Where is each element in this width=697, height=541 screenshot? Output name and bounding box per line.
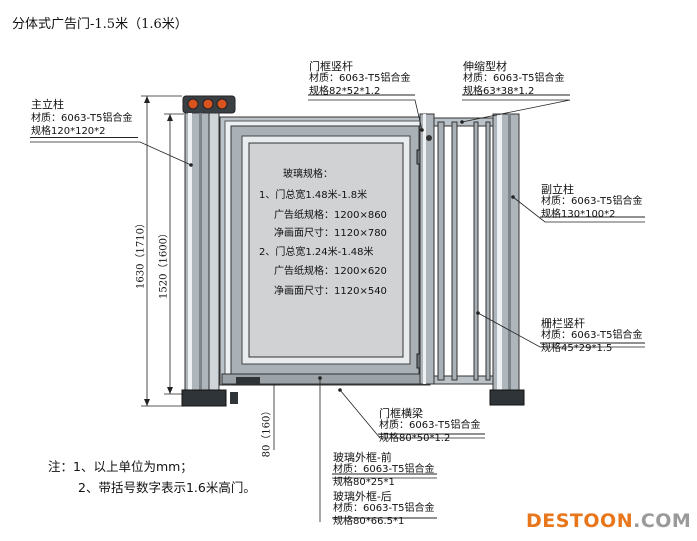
glass-frame-back-material: 材质：6063-T5铝合金 <box>333 503 435 514</box>
glass-spec-heading: 玻璃规格： <box>283 169 333 180</box>
main-post <box>181 95 238 407</box>
indicator-light-icon <box>216 98 228 110</box>
dimension-lines <box>141 95 280 450</box>
door-frame-horizontal-name: 门框横梁 <box>379 407 423 420</box>
dimension-bottom: 80（160） <box>261 405 273 458</box>
indicator-light-icon <box>187 98 199 110</box>
glass-frame-front-spec: 规格80*25*1 <box>333 477 395 488</box>
aux-post-material: 材质：6063-T5铝合金 <box>541 196 643 207</box>
glass-frame-front-name: 玻璃外框-前 <box>333 451 392 464</box>
glass-spec-item2-paper: 广告纸规格：1200×620 <box>274 266 387 277</box>
note-line-2: 2、带括号数字表示1.6米高门。 <box>78 480 256 495</box>
note-line-1: 注：1、以上单位为mm； <box>48 459 193 474</box>
glass-spec-item1-paper: 广告纸规格：1200×860 <box>274 210 387 221</box>
glass-frame-back-name: 玻璃外框-后 <box>333 490 392 503</box>
glass-spec-item2: 2、门总宽1.24米-1.48米 <box>259 247 374 258</box>
door-frame-horizontal-material: 材质：6063-T5铝合金 <box>379 420 481 431</box>
glass-spec-item2-net: 净画面尺寸：1120×540 <box>274 286 387 297</box>
main-post-spec: 规格120*120*2 <box>31 126 106 137</box>
telescopic-spec: 规格63*38*1.2 <box>463 86 535 97</box>
aux-post-spec: 规格130*100*2 <box>541 209 616 220</box>
aux-post-name: 副立柱 <box>541 183 574 196</box>
door-frame-vertical-name: 门框竖杆 <box>309 60 353 73</box>
glass-spec-item1: 1、门总宽1.48米-1.8米 <box>259 190 368 201</box>
leader-lines <box>30 99 645 522</box>
dimension-overall: 1630（1710） <box>135 218 147 289</box>
main-post-name: 主立柱 <box>31 98 64 111</box>
glass-panel <box>248 142 404 358</box>
door-frame-horizontal-spec: 规格80*50*1.2 <box>379 433 451 444</box>
main-post-material: 材质：6063-T5铝合金 <box>31 113 133 124</box>
door-frame-stile <box>419 113 435 385</box>
door-frame-vertical-material: 材质：6063-T5铝合金 <box>309 73 411 84</box>
watermark-main: DESTOON <box>526 510 634 532</box>
indicator-light-icon <box>202 98 214 110</box>
aux-post <box>489 113 525 406</box>
dimension-body: 1520（1600） <box>158 228 170 299</box>
telescopic-section <box>433 117 495 385</box>
door-frame <box>219 116 433 386</box>
aux-post-base <box>489 389 525 406</box>
door-frame-vertical-spec: 规格82*52*1.2 <box>309 86 381 97</box>
glass-spec-item1-net: 净画面尺寸：1120×780 <box>274 228 387 239</box>
fence-bar-material: 材质：6063-T5铝合金 <box>541 330 643 341</box>
glass-frame-back-spec: 规格80*66.5*1 <box>333 516 405 527</box>
telescopic-material: 材质：6063-T5铝合金 <box>463 73 565 84</box>
drawing-title: 分体式广告门-1.5米（1.6米） <box>12 17 188 32</box>
fence-bar-spec: 规格45*29*1.5 <box>541 343 613 354</box>
watermark-suffix: .COM <box>633 510 692 532</box>
main-post-base <box>181 389 227 407</box>
fence-bar-name: 栅栏竖杆 <box>541 317 585 330</box>
watermark: DESTOON.COM <box>526 510 691 532</box>
telescopic-name: 伸缩型材 <box>463 60 507 73</box>
glass-frame-front-material: 材质：6063-T5铝合金 <box>333 464 435 475</box>
